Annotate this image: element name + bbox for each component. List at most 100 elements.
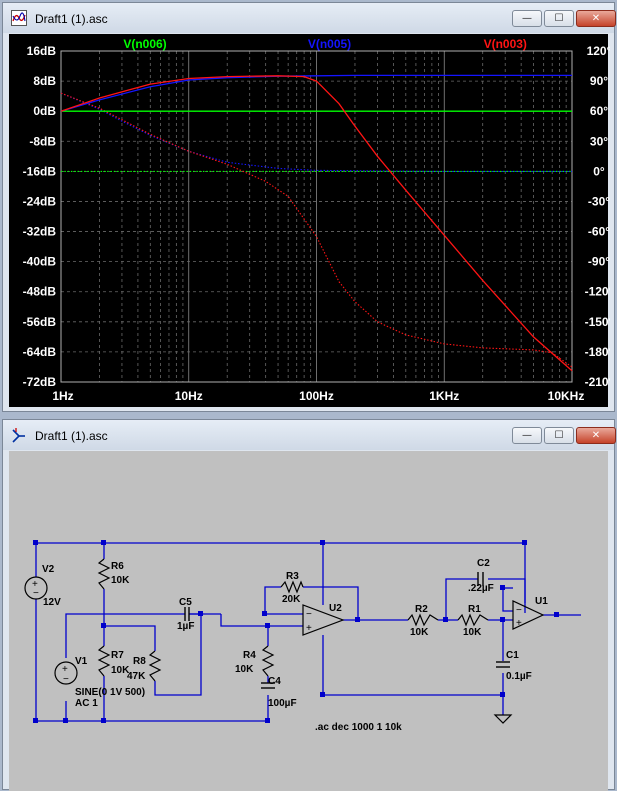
resistor-r2 [407, 613, 439, 627]
x-tick-label: 10Hz [175, 389, 203, 403]
minimize-button[interactable]: — [512, 10, 542, 27]
y-right-tick-label: 120° [587, 44, 610, 58]
svg-text:+: + [516, 618, 522, 629]
label-r3-value: 20K [282, 594, 301, 605]
label-r2-value: 10K [410, 627, 429, 638]
label-c2: C2 [477, 558, 490, 569]
x-tick-label: 100Hz [299, 389, 334, 403]
label-c2-value: .22µF [468, 583, 494, 594]
x-tick-label: 10KHz [548, 389, 585, 403]
resistor-r4 [261, 645, 275, 677]
resistors [97, 558, 489, 682]
svg-text:−: − [33, 588, 39, 599]
plot-window[interactable]: Draft1 (1).asc — ☐ ✕ 16dB 8dB 0dB -8dB -16dB… [2, 2, 616, 412]
plot-pane[interactable]: 16dB 8dB 0dB -8dB -16dB -24dB -32dB -40dB -48dB -… [9, 34, 614, 407]
y-left-tick-label: 16dB [27, 44, 57, 58]
resistor-r6 [97, 558, 111, 590]
label-v2: V2 [42, 564, 55, 575]
schematic-canvas[interactable]: + − + − [9, 451, 610, 791]
bode-plot[interactable]: 16dB 8dB 0dB -8dB -16dB -24dB -32dB -40dB -48dB -… [9, 34, 614, 407]
schematic-window-title: Draft1 (1).asc [35, 429, 108, 443]
opamp-u2[interactable]: − + [302, 604, 345, 636]
y-left-tick-label: -72dB [23, 375, 57, 389]
y-left-tick-label: -8dB [29, 134, 56, 148]
label-c5: C5 [179, 597, 192, 608]
y-right-tick-label: -150° [585, 315, 610, 329]
component-labels: V2 12V V1 SINE(0 1V 500) AC 1 R6 10K R7 … [42, 558, 548, 733]
y-right-tick-label: 30° [590, 134, 608, 148]
y-right-tick-label: 0° [593, 164, 605, 178]
label-r8: R8 [133, 656, 146, 667]
label-r6: R6 [111, 561, 124, 572]
svg-text:+: + [306, 623, 312, 634]
label-c1: C1 [506, 650, 519, 661]
label-c1-value: 0.1µF [506, 671, 532, 682]
junction-dots [33, 540, 559, 723]
y-left-tick-label: 8dB [33, 74, 56, 88]
label-r4: R4 [243, 650, 256, 661]
label-v1: V1 [75, 656, 88, 667]
label-v1-ac: AC 1 [75, 698, 98, 709]
label-c4-value: 100µF [268, 698, 297, 709]
y-left-tick-label: -32dB [23, 225, 57, 239]
voltage-source-v2[interactable]: + − [24, 576, 48, 600]
close-button[interactable]: ✕ [576, 10, 616, 27]
y-right-tick-label: 90° [590, 74, 608, 88]
label-r8-value: 47K [127, 671, 146, 682]
y-right-tick-label: -180° [585, 345, 610, 359]
label-r7-value: 10K [111, 665, 130, 676]
x-tick-label: 1Hz [52, 389, 73, 403]
resistor-r1 [457, 613, 489, 627]
label-c4: C4 [268, 676, 281, 687]
y-left-tick-label: -24dB [23, 194, 57, 208]
label-u1: U1 [535, 596, 548, 607]
plot-frame [60, 50, 573, 383]
label-r3: R3 [286, 571, 299, 582]
y-right-tick-label: 60° [590, 104, 608, 118]
svg-text:−: − [516, 605, 522, 616]
y-right-tick-label: -30° [588, 194, 610, 208]
label-v2-value: 12V [43, 597, 61, 608]
y-left-tick-label: -64dB [23, 345, 57, 359]
y-left-tick-label: 0dB [33, 104, 56, 118]
y-right-tick-label: -90° [588, 255, 610, 269]
opamp-u1[interactable]: − + [512, 600, 545, 630]
label-r7: R7 [111, 650, 124, 661]
y-left-tick-label: -56dB [23, 315, 57, 329]
y-right-tick-label: -120° [585, 285, 610, 299]
svg-text:+: + [32, 579, 38, 590]
capacitors [184, 572, 510, 689]
phase-curve [60, 92, 572, 172]
maximize-button[interactable]: ☐ [544, 427, 574, 444]
label-v1-value: SINE(0 1V 500) [75, 687, 145, 698]
voltage-source-v1[interactable]: + − [54, 661, 78, 685]
y-left-tick-label: -16dB [23, 164, 57, 178]
magnitude-curve [60, 75, 573, 372]
plot-titlebar[interactable]: Draft1 (1).asc — ☐ ✕ [3, 3, 616, 33]
schematic-window[interactable]: Draft1 (1).asc — ☐ ✕ [2, 419, 616, 791]
y-left-tick-label: -48dB [23, 285, 57, 299]
ground-symbol [493, 714, 513, 724]
legend-series-name: V(n005) [308, 37, 351, 51]
y-right-tick-label: -210° [585, 375, 610, 389]
phase-curve [60, 92, 573, 368]
svg-text:+: + [62, 664, 68, 675]
svg-text:−: − [306, 609, 312, 620]
spice-directive: .ac dec 1000 1 10k [315, 722, 402, 733]
legend-series-name: V(n003) [484, 37, 527, 51]
close-button[interactable]: ✕ [576, 427, 616, 444]
schematic-pane[interactable]: + − + − [9, 451, 608, 791]
magnitude-curve [60, 74, 572, 112]
resistor-r8 [148, 650, 162, 682]
minimize-button[interactable]: — [512, 427, 542, 444]
x-tick-label: 1KHz [429, 389, 459, 403]
plot-window-title: Draft1 (1).asc [35, 12, 108, 26]
schematic-titlebar[interactable]: Draft1 (1).asc — ☐ ✕ [3, 420, 616, 450]
label-r1-value: 10K [463, 627, 482, 638]
y-right-tick-label: -60° [588, 225, 610, 239]
maximize-button[interactable]: ☐ [544, 10, 574, 27]
waveform-icon [11, 10, 27, 26]
label-r2: R2 [415, 604, 428, 615]
y-left-tick-label: -40dB [23, 255, 57, 269]
legend-series-name: V(n006) [123, 37, 166, 51]
